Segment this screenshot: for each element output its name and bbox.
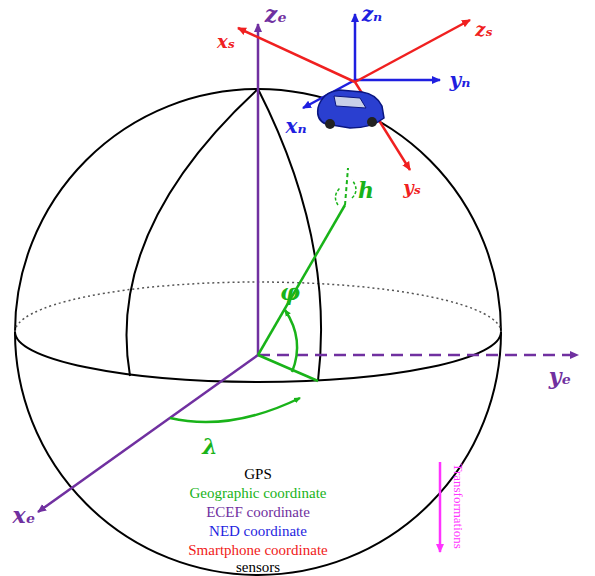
ye-axis [258,354,578,357]
stack-text: ECEF coordinate [206,504,310,521]
ze-axis [257,24,260,355]
angle-label: λ [202,434,217,458]
transformations-label: Transformations [451,463,465,548]
axis-label: xₑ [13,503,36,527]
height-label: h [358,178,374,202]
phi-arc [285,310,297,372]
axis-label: xₙ [285,115,306,137]
radius-line [258,205,345,355]
axis-label: zₛ [475,20,492,40]
lambda-arc [170,398,300,422]
stack-text: GPS [244,466,272,483]
axis-label: zₑ [265,2,287,26]
car [318,90,384,129]
longitude-line [258,355,318,381]
stack-text: Geographic coordinate [189,485,326,502]
yn-axis [355,79,440,82]
stack-text: sensors [236,559,280,576]
axis-label: yₙ [450,69,471,91]
meridian [126,89,258,376]
zn-axis [354,14,357,80]
axis-label: yₛ [403,178,421,198]
axis-label: xₛ [217,32,235,52]
angle-label: φ [280,280,300,304]
xs-axis [238,28,355,82]
transformations-arrow [439,462,442,552]
axis-label: zₙ [362,3,383,25]
height-line [345,168,348,205]
axis-label: yₑ [549,364,572,388]
stack-text: Smartphone coordinate [188,542,328,559]
stack-text: NED coordinate [209,523,307,540]
height-brace [335,180,356,205]
